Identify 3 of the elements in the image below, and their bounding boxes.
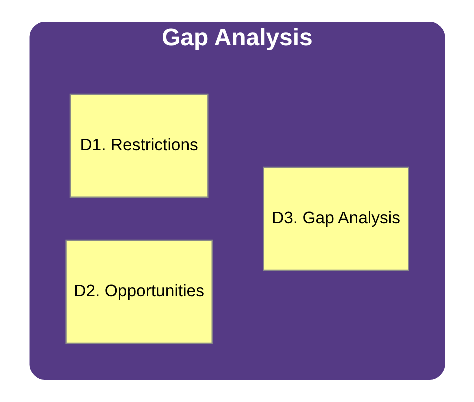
node-box: D3. Gap Analysis [262, 166, 409, 272]
node-box: D2. Opportunities [65, 240, 212, 344]
node-box: D1. Restrictions [69, 94, 208, 198]
